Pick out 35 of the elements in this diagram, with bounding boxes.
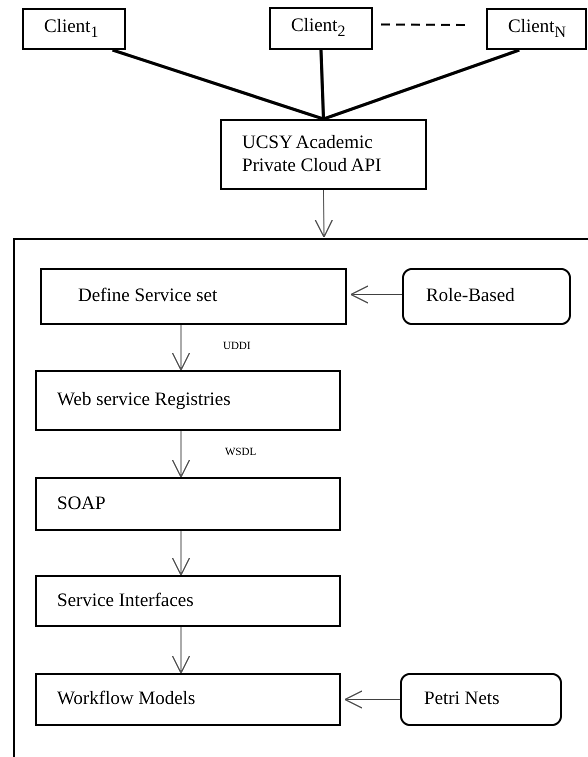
container-frame	[13, 238, 588, 757]
arrow	[344, 690, 400, 709]
connector-line	[322, 48, 520, 120]
node-label: Client$_{1}$	[44, 16, 98, 42]
node-label: Client$_{N}$	[508, 16, 566, 42]
node-label: Service Interfaces	[57, 590, 194, 612]
process-box	[35, 477, 341, 531]
arrow	[314, 190, 333, 238]
process-box	[35, 370, 341, 431]
node-label: Client$_{2}$	[291, 15, 346, 42]
arrow	[172, 530, 190, 576]
process-box	[35, 575, 341, 627]
arrow	[172, 324, 190, 371]
process-box	[22, 8, 126, 50]
node-label: Web service Registries	[57, 389, 231, 412]
rounded-box	[400, 673, 562, 726]
process-box	[40, 268, 347, 325]
process-box	[269, 7, 373, 50]
process-box	[35, 673, 341, 726]
node-label: Define Service set	[78, 285, 218, 308]
connector-line	[112, 48, 324, 121]
edge-label: WSDL	[223, 446, 258, 458]
node-label: UCSY Academic Private Cloud API	[242, 132, 382, 178]
arrow	[172, 430, 190, 478]
arrow	[350, 285, 402, 304]
node-label: Role-Based	[426, 285, 515, 308]
arrow	[172, 626, 190, 674]
edge-label: UDDI	[221, 340, 252, 352]
connector-line	[319, 50, 326, 120]
process-box	[220, 119, 427, 190]
node-label: Workflow Models	[57, 688, 196, 711]
node-label: SOAP	[57, 492, 106, 516]
rounded-box	[402, 268, 571, 325]
process-box	[486, 8, 587, 50]
node-label: Petri Nets	[424, 688, 500, 711]
